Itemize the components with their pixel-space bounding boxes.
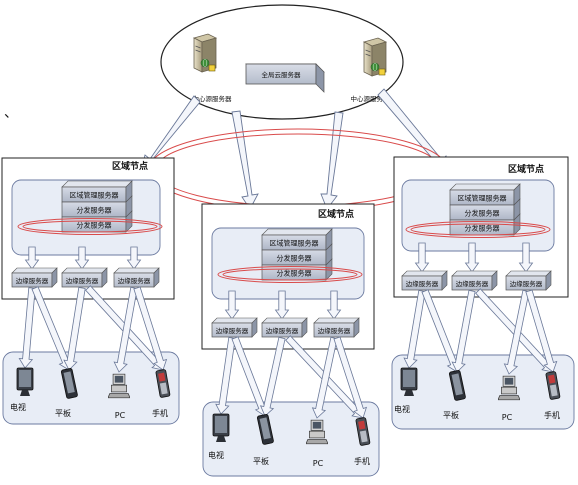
region-title: 区域节点	[318, 208, 354, 220]
device-panel	[391, 354, 575, 430]
device-label: PC	[115, 411, 126, 420]
stray-mark: 、	[4, 105, 18, 121]
distribution-ring-inner	[222, 268, 358, 281]
device-label: 电视	[394, 404, 410, 414]
edge-server: 边缘服务器	[11, 267, 58, 288]
device-panel	[2, 351, 180, 425]
distribution-server: 分发服务器	[449, 198, 521, 221]
arrow-to-edge-server	[74, 246, 90, 270]
top-cloud-group: 中心源服务器 中心源服务器 全局云服务器	[160, 4, 404, 120]
region-nodes: 区域节点区域管理服务器分发服务器分发服务器边缘服务器边缘服务器边缘服务器电视平板…	[1, 156, 575, 477]
arrow-to-edge-server	[464, 242, 480, 273]
arrow-to-device	[133, 286, 168, 371]
device-label: 手机	[152, 408, 168, 418]
stack-server-label: 分发服务器	[77, 206, 112, 215]
device-label: PC	[502, 413, 513, 422]
edge-server-label: 边缘服务器	[216, 326, 249, 335]
arrow-to-device	[451, 289, 476, 373]
edge-server-label: 边缘服务器	[66, 276, 99, 285]
device-label: 平板	[253, 456, 269, 466]
arrow-to-device	[18, 287, 36, 369]
arrow-to-device	[403, 290, 426, 369]
arrow-to-device	[333, 336, 368, 419]
arrow-to-edge-server	[326, 290, 342, 320]
arrow-to-edge-server	[126, 246, 142, 270]
edge-server-label: 边缘服务器	[318, 326, 351, 335]
edge-server-label: 边缘服务器	[16, 276, 49, 285]
region-management-server: 区域管理服务器	[61, 180, 133, 203]
arrow-to-device	[525, 289, 558, 373]
arrow-to-edge-server	[518, 242, 534, 273]
stack-server-label: 区域管理服务器	[70, 191, 119, 200]
edge-server-label: 边缘服务器	[266, 326, 299, 335]
edge-server-label: 边缘服务器	[406, 279, 439, 288]
edge-server: 边缘服务器	[211, 317, 258, 338]
center-source-server-right-icon	[363, 37, 387, 77]
distribution-ring-inner	[410, 223, 546, 236]
region-node-center: 区域节点区域管理服务器分发服务器分发服务器边缘服务器边缘服务器边缘服务器电视平板…	[201, 203, 380, 477]
distribution-ring-outer	[217, 266, 363, 283]
edge-server: 边缘服务器	[113, 267, 160, 288]
stack-server-label: 分发服务器	[465, 224, 500, 233]
arrow-cloud-mid-left	[231, 110, 259, 210]
region-title: 区域节点	[112, 160, 148, 172]
edge-server: 边缘服务器	[61, 267, 108, 288]
device-label: 手机	[354, 456, 370, 466]
edge-server: 边缘服务器	[313, 317, 360, 338]
center-source-server-left-label: 中心源服务器	[193, 94, 233, 103]
edge-server: 边缘服务器	[505, 270, 552, 291]
edge-server-label: 边缘服务器	[456, 279, 489, 288]
arrow-to-edge-server	[24, 246, 40, 270]
center-source-server-left-icon	[193, 33, 217, 73]
arrow-to-device	[113, 286, 138, 373]
arrow-to-device	[63, 287, 86, 371]
arrow-to-edge-server	[224, 290, 240, 320]
device-panel	[202, 401, 380, 477]
stack-server-label: 分发服务器	[77, 221, 112, 230]
global-cloud-server-label: 全局云服务器	[262, 70, 302, 79]
stack-server-label: 分发服务器	[277, 254, 312, 263]
arrow-cloud-mid-right	[320, 111, 344, 210]
edge-server: 边缘服务器	[451, 270, 498, 291]
arrow-to-device	[215, 337, 236, 415]
region-node-right: 区域节点区域管理服务器分发服务器分发服务器边缘服务器边缘服务器边缘服务器电视平板…	[391, 156, 575, 430]
distribution-server: 分发服务器	[61, 195, 133, 218]
edge-server: 边缘服务器	[401, 270, 448, 291]
stack-server-label: 分发服务器	[277, 269, 312, 278]
top-cloud-ellipse	[160, 4, 404, 120]
region-title: 区域节点	[508, 163, 544, 175]
distribution-server: 分发服务器	[261, 243, 333, 266]
device-label: 电视	[10, 402, 26, 412]
arrow-to-edge-server	[274, 290, 290, 320]
global-cloud-server: 全局云服务器	[245, 63, 325, 93]
device-label: PC	[313, 459, 324, 468]
edge-server-label: 边缘服务器	[510, 279, 543, 288]
region-management-server: 区域管理服务器	[261, 228, 333, 251]
stack-server-label: 分发服务器	[465, 209, 500, 218]
stack-server-label: 区域管理服务器	[458, 194, 507, 203]
stack-server-label: 区域管理服务器	[270, 239, 319, 248]
center-source-server-right-label: 中心源服务器	[351, 94, 391, 103]
arrow-to-device	[259, 336, 286, 417]
device-label: 手机	[544, 410, 560, 420]
edge-server: 边缘服务器	[261, 317, 308, 338]
device-label: 平板	[55, 408, 71, 418]
region-management-server: 区域管理服务器	[449, 183, 521, 206]
arrow-to-edge-server	[414, 242, 430, 273]
device-label: 电视	[208, 450, 224, 460]
distribution-ring-inner	[22, 220, 158, 233]
arrow-to-device	[311, 336, 338, 419]
distribution-ring-outer	[17, 218, 163, 235]
edge-server-label: 边缘服务器	[118, 276, 151, 285]
distribution-ring-outer	[405, 221, 551, 238]
region-node-left: 区域节点区域管理服务器分发服务器分发服务器边缘服务器边缘服务器边缘服务器电视平板…	[1, 157, 180, 425]
device-label: 平板	[443, 410, 459, 420]
arrow-to-device	[503, 289, 530, 375]
